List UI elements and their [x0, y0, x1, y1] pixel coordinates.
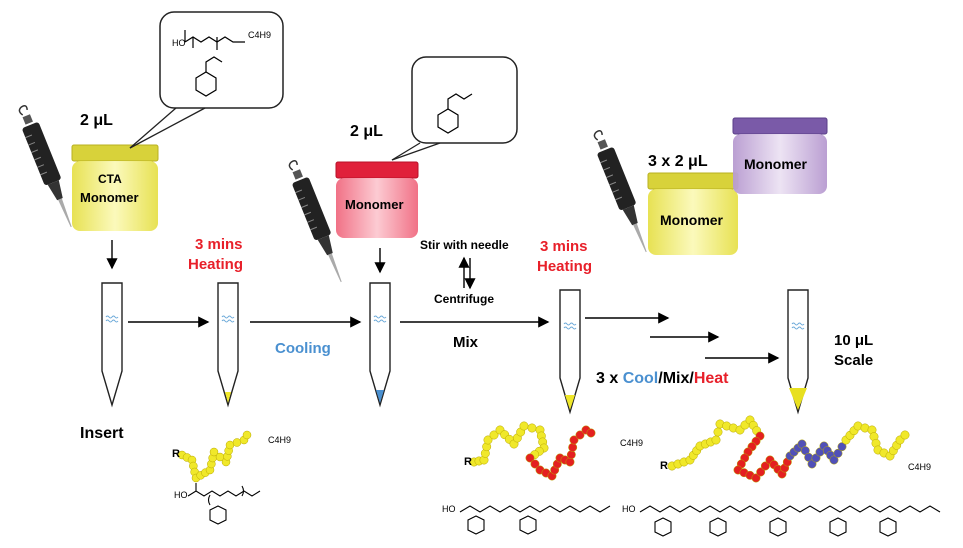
jar1-label-cta: CTA: [98, 172, 122, 186]
polymer-bead: [713, 427, 723, 437]
polymer-bead: [209, 447, 219, 457]
jar3-volume: 3 x 2 μL: [648, 153, 708, 170]
tube-4-fill: [565, 395, 575, 410]
polymer-chain-2: [469, 421, 596, 481]
tube-2-fill: [225, 392, 231, 403]
jar3-label-purple: Monomer: [744, 156, 807, 172]
polymer-bead: [837, 442, 847, 452]
jar3-label-yellow: Monomer: [660, 212, 723, 228]
homopolymer-ho: HO: [174, 490, 188, 500]
repeat-mix: Mix: [662, 370, 690, 387]
repeat-heat: Heat: [693, 370, 729, 387]
repeat-sep1: /: [658, 370, 663, 387]
step-heating1-time: 3 mins: [195, 236, 243, 253]
polymer-bead: [530, 459, 540, 469]
polymer-bead: [527, 423, 537, 433]
jar1-volume: 2 μL: [80, 112, 113, 129]
polymer-bead: [242, 430, 252, 440]
polymer-bead: [711, 435, 721, 445]
step-repeat: 3 x Cool/Mix/Heat: [596, 370, 729, 388]
pipette-icon-3: [588, 127, 656, 257]
multiblock-ho: HO: [622, 504, 636, 514]
callout-monomer-structure: [391, 56, 518, 161]
repeat-cool: Cool: [622, 370, 659, 387]
jar1-label-monomer: Monomer: [80, 190, 139, 205]
repeat-prefix: 3 x: [596, 370, 623, 387]
structure-multiblock: [639, 505, 941, 537]
jar-monomer-pink: [335, 161, 419, 238]
tube-3: [369, 282, 391, 406]
polymer-bead: [760, 461, 770, 471]
jar-monomer-yellow: [647, 172, 739, 255]
tube-1: [101, 282, 123, 406]
polymer-bead: [751, 473, 761, 483]
scale-volume: 10 μL: [834, 332, 874, 349]
polymer-bead: [525, 453, 535, 463]
step-stir: Stir with needle: [420, 238, 509, 252]
polymer-bead: [586, 428, 596, 438]
polymer-bead: [829, 455, 839, 465]
step-heating2-time: 3 mins: [540, 238, 588, 255]
pipette-icon-1: [13, 102, 81, 232]
callout-cta-structure: [129, 11, 284, 149]
polymer-bead: [566, 450, 576, 460]
structure-homopolymer: [187, 483, 261, 525]
jar-cta-monomer: [71, 144, 159, 231]
polymer-bead: [569, 435, 579, 445]
step-heating2-label: Heating: [537, 258, 593, 275]
callout-c4h9: C4H9: [248, 30, 272, 40]
step-insert: Insert: [80, 425, 124, 442]
jar-monomer-purple: [732, 117, 828, 194]
step-cooling: Cooling: [275, 340, 331, 357]
chain3-r-label: R: [660, 460, 668, 472]
callout-ho: HO: [172, 38, 186, 48]
polymer-bead: [568, 442, 578, 452]
chain3-c4h9: C4H9: [908, 462, 932, 472]
polymer-chain-3: [667, 415, 910, 483]
chain1-r-label: R: [172, 448, 180, 460]
jar2-label: Monomer: [345, 197, 404, 212]
step-heating1-label: Heating: [188, 256, 244, 273]
chain2-r-label: R: [464, 456, 472, 468]
polymer-bead: [756, 467, 766, 477]
chain1-c4h9: C4H9: [268, 435, 292, 445]
process-arrows: [106, 240, 780, 364]
tube-5-fill: [789, 388, 807, 410]
chain2-c4h9: C4H9: [620, 438, 644, 448]
step-mix: Mix: [453, 334, 479, 351]
repeat-sep2: /: [689, 370, 694, 387]
step-centrifuge: Centrifuge: [434, 292, 494, 306]
polymer-bead: [900, 430, 910, 440]
scale-label: Scale: [834, 352, 874, 369]
structure-diblock: [459, 505, 611, 535]
polymer-bead: [565, 457, 575, 467]
jar2-volume: 2 μL: [350, 123, 383, 140]
tube-4: [559, 289, 581, 413]
diblock-ho: HO: [442, 504, 456, 514]
tube-2: [217, 282, 239, 406]
polymer-bead: [483, 435, 493, 445]
polymer-chain-1: [177, 430, 252, 483]
polymer-bead: [833, 448, 843, 458]
tube-3-fill: [376, 390, 384, 403]
polymer-bead: [575, 430, 585, 440]
polymer-bead: [489, 430, 499, 440]
polymer-bead: [519, 421, 529, 431]
